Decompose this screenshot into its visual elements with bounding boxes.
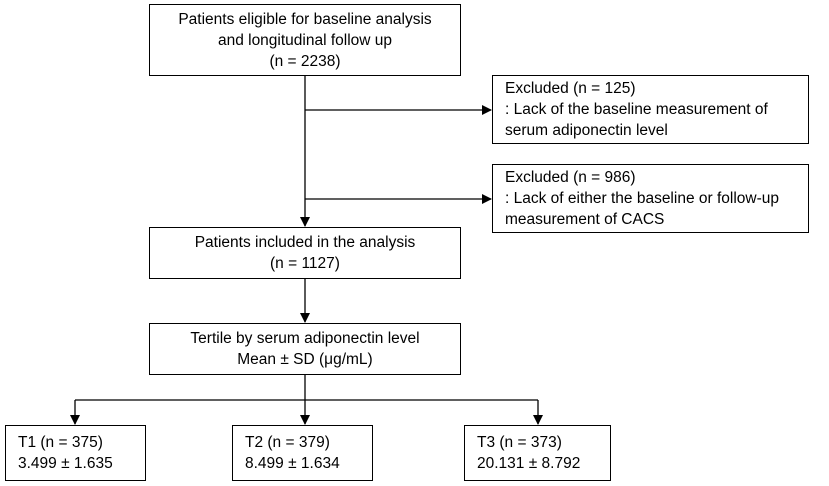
- t1-line-2: 3.499 ± 1.635: [18, 455, 113, 472]
- included-line-2: (n = 1127): [270, 255, 340, 272]
- excluded-box-1: Excluded (n = 125) : Lack of the baselin…: [492, 75, 809, 144]
- tertile-box: Tertile by serum adiponectin level Mean …: [149, 323, 461, 375]
- tertile-line-1: Tertile by serum adiponectin level: [190, 330, 420, 347]
- t2-line-2: 8.499 ± 1.634: [245, 455, 340, 472]
- eligible-patients-box: Patients eligible for baseline analysis …: [149, 4, 461, 76]
- excluded-2-line-3: measurement of CACS: [505, 211, 665, 228]
- t3-line-2: 20.131 ± 8.792: [477, 455, 581, 472]
- eligible-line-1: Patients eligible for baseline analysis: [178, 10, 432, 28]
- t1-line-1: T1 (n = 375): [18, 434, 103, 451]
- t2-line-1: T2 (n = 379): [245, 434, 330, 451]
- excluded-1-line-2: : Lack of the baseline measurement of: [505, 101, 768, 118]
- tertile-t3-box: T3 (n = 373) 20.131 ± 8.792: [464, 425, 611, 481]
- excluded-2-line-1: Excluded (n = 986): [505, 169, 636, 186]
- tertile-t2-box: T2 (n = 379) 8.499 ± 1.634: [232, 425, 373, 481]
- tertile-line-2: Mean ± SD (μg/mL): [237, 351, 373, 368]
- t3-line-1: T3 (n = 373): [477, 434, 562, 451]
- excluded-box-2: Excluded (n = 986) : Lack of either the …: [492, 164, 809, 233]
- eligible-line-3: (n = 2238): [269, 52, 341, 70]
- excluded-2-line-2: : Lack of either the baseline or follow-…: [505, 190, 779, 207]
- excluded-1-line-3: serum adiponectin level: [505, 122, 668, 139]
- eligible-line-2: and longitudinal follow up: [217, 31, 393, 49]
- included-patients-box: Patients included in the analysis (n = 1…: [149, 227, 461, 279]
- included-line-1: Patients included in the analysis: [194, 234, 416, 251]
- excluded-1-line-1: Excluded (n = 125): [505, 80, 636, 97]
- tertile-t1-box: T1 (n = 375) 3.499 ± 1.635: [5, 425, 146, 481]
